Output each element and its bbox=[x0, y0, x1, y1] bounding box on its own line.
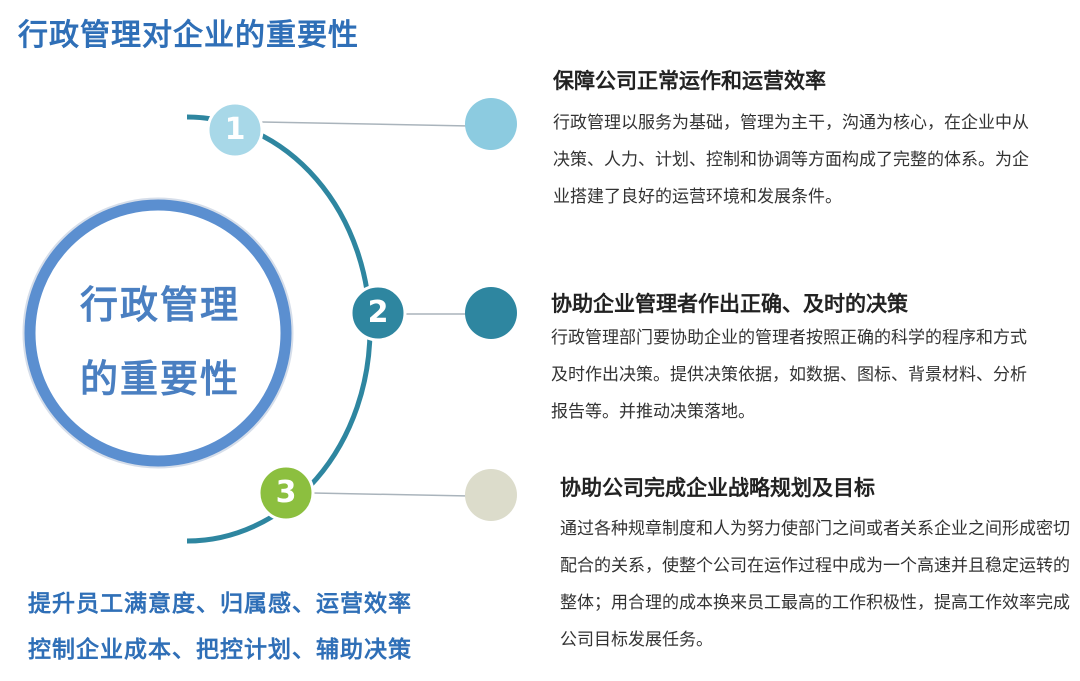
section-3-heading: 协助公司完成企业战略规划及目标 bbox=[560, 476, 875, 500]
page-title: 行政管理对企业的重要性 bbox=[18, 18, 359, 53]
center-label-line2: 的重要性 bbox=[79, 357, 240, 401]
step-circle-2 bbox=[349, 284, 407, 342]
step-number-1: 1 bbox=[224, 112, 246, 147]
step-circle-3 bbox=[257, 464, 315, 522]
dot-3 bbox=[465, 469, 517, 521]
summary-line-2: 控制企业成本、把控计划、辅助决策 bbox=[28, 637, 412, 663]
summary-line-1: 提升员工满意度、归属感、运营效率 bbox=[28, 591, 412, 617]
connector-3 bbox=[312, 492, 471, 497]
step-number-2: 2 bbox=[367, 295, 389, 330]
section-3-body: 通过各种规章制度和人为努力使部门之间或者关系企业之间形成密切配合的关系，使整个公… bbox=[560, 519, 1070, 650]
section-1-body: 行政管理以服务为基础，管理为主干，沟通为核心，在企业中从决策、人力、计划、控制和… bbox=[553, 113, 1029, 207]
step-number-3: 3 bbox=[275, 475, 297, 510]
section-2-heading: 协助企业管理者作出正确、及时的决策 bbox=[551, 292, 908, 316]
connector-1 bbox=[261, 121, 471, 127]
center-ring-inner bbox=[24, 199, 292, 467]
center-label-line1: 行政管理 bbox=[79, 283, 240, 327]
dot-1 bbox=[465, 98, 517, 150]
dot-2 bbox=[465, 287, 517, 339]
section-1-heading: 保障公司正常运作和运营效率 bbox=[553, 69, 826, 93]
step-circle-1 bbox=[206, 101, 264, 159]
center-label: 行政管理 的重要性 bbox=[60, 268, 260, 416]
section-2-body: 行政管理部门要协助企业的管理者按照正确的科学的程序和方式及时作出决策。提供决策依… bbox=[551, 328, 1027, 422]
